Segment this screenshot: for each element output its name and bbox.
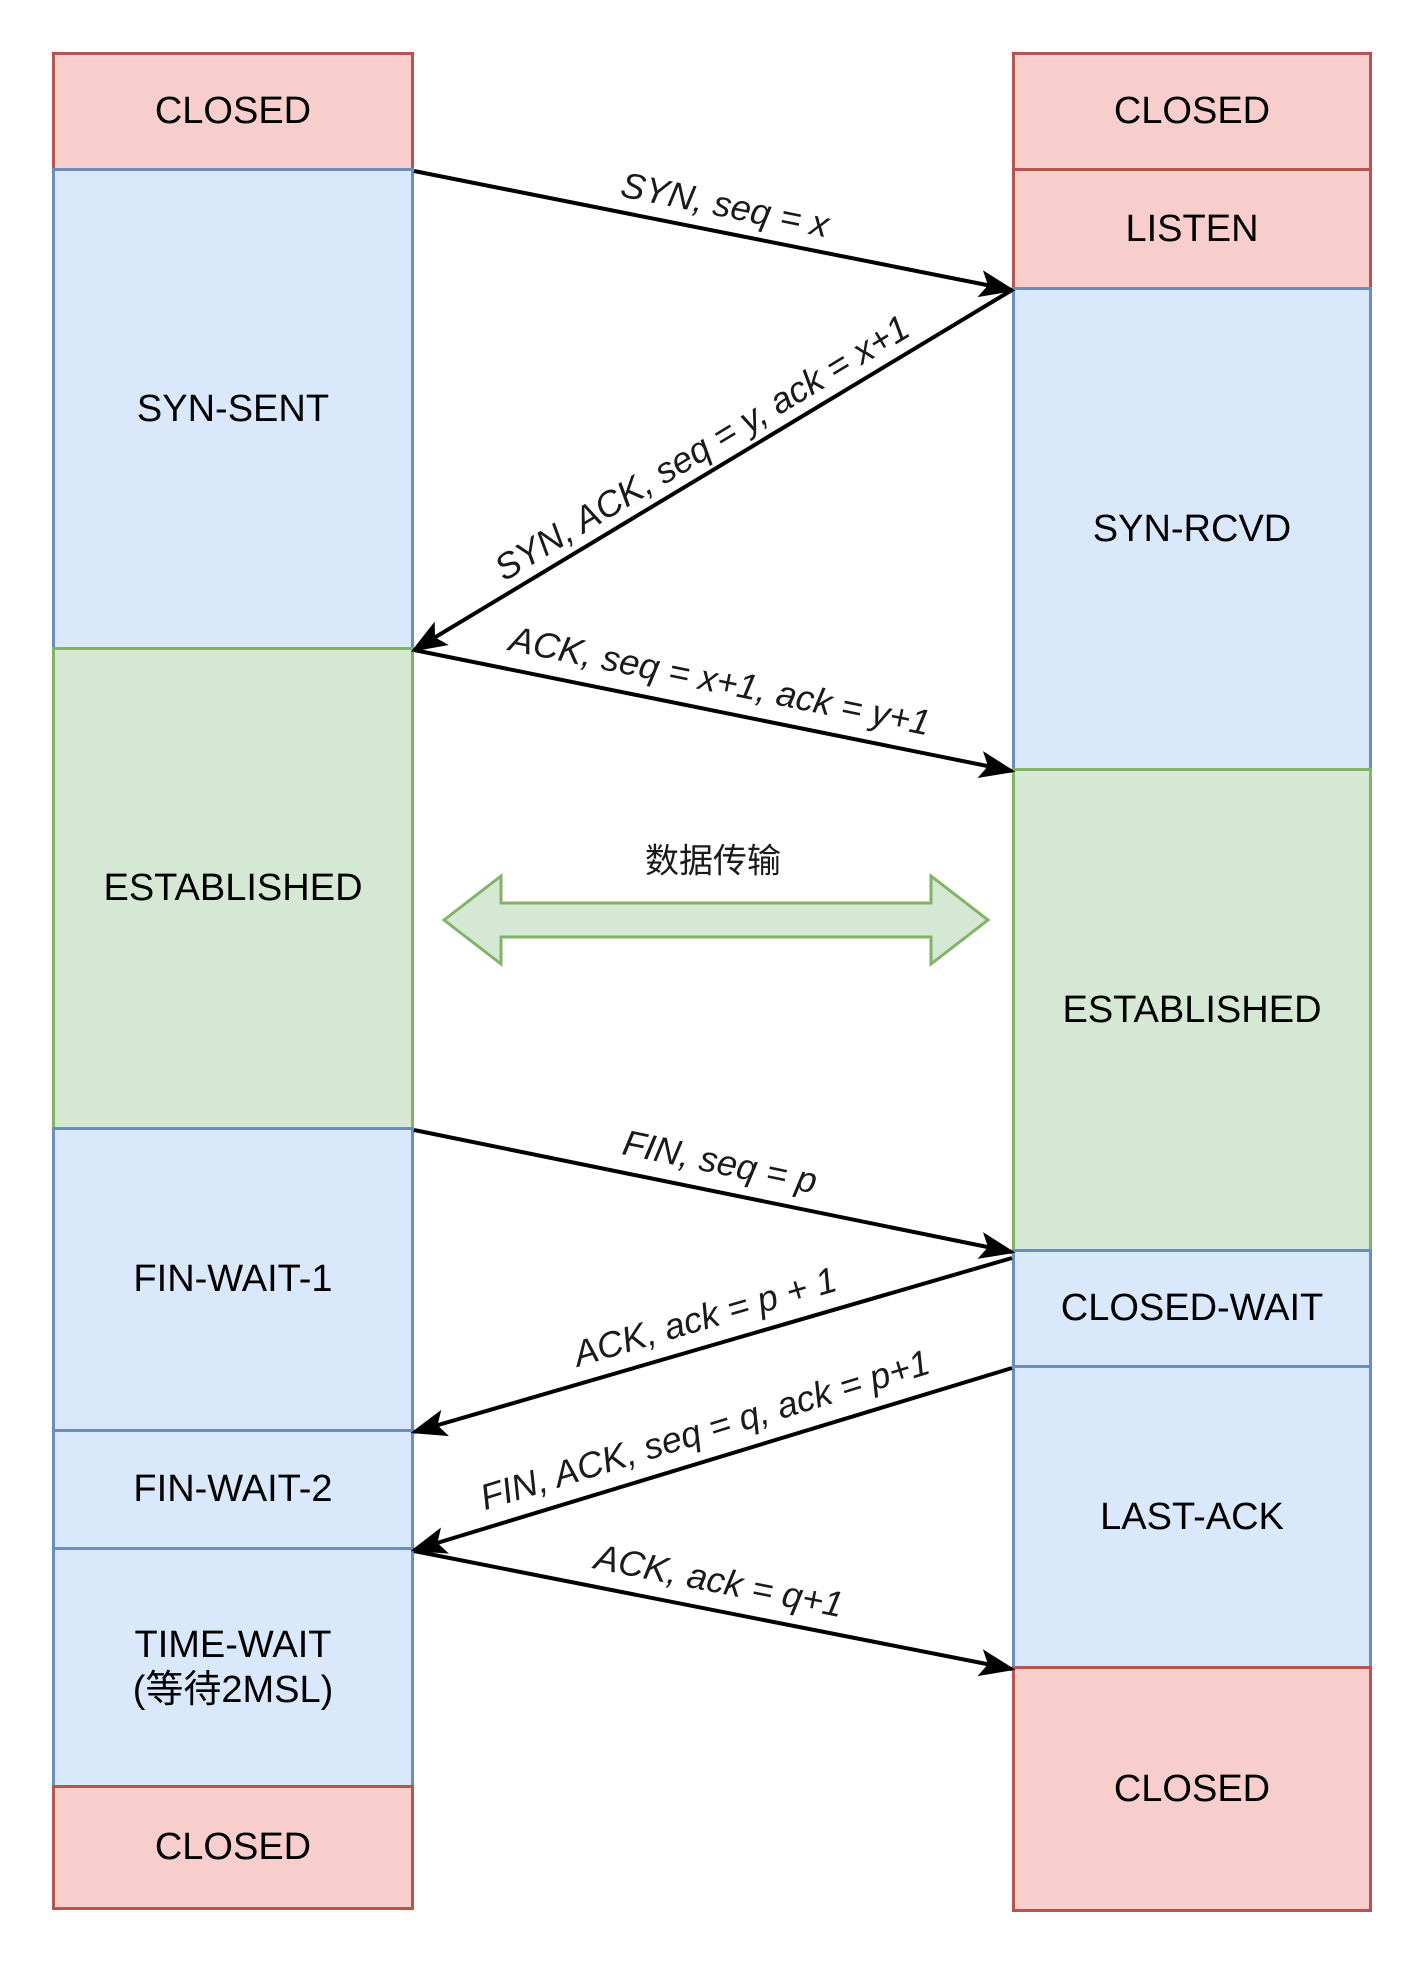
state-label: SYN-RCVD <box>1092 507 1292 550</box>
state-box-server-closed-top: CLOSED <box>1012 52 1372 171</box>
state-label: LISTEN <box>1125 207 1259 250</box>
state-box-client-fin-wait-1: FIN-WAIT-1 <box>52 1127 414 1432</box>
message-label-syn-ack: SYN, ACK, seq = y, ack = x+1 <box>487 306 917 589</box>
state-box-client-syn-sent: SYN-SENT <box>52 168 414 650</box>
state-box-client-closed-bottom: CLOSED <box>52 1785 414 1910</box>
message-arrow-syn-ack <box>410 288 1014 652</box>
state-box-server-closed-bottom: CLOSED <box>1012 1666 1372 1912</box>
message-label-fin-ack-1: ACK, ack = p + 1 <box>568 1258 842 1375</box>
message-arrow-fin-2 <box>410 1366 1013 1554</box>
data-transfer-arrow <box>441 872 991 968</box>
data-transfer-label: 数据传输 <box>645 841 781 882</box>
state-box-client-fin-wait-2: FIN-WAIT-2 <box>52 1429 414 1550</box>
message-label-fin: FIN, seq = p <box>619 1121 821 1202</box>
state-box-server-syn-rcvd: SYN-RCVD <box>1012 287 1372 771</box>
state-label: ESTABLISHED <box>103 867 363 910</box>
state-label: FIN-WAIT-2 <box>133 1468 333 1511</box>
message-label-fin-2: FIN, ACK, seq = q, ack = p+1 <box>475 1341 935 1518</box>
state-label: CLOSED <box>154 90 312 133</box>
state-box-server-established: ESTABLISHED <box>1012 768 1372 1252</box>
state-box-client-established: ESTABLISHED <box>52 647 414 1130</box>
message-label-ack: ACK, seq = x+1, ack = y+1 <box>506 617 935 744</box>
state-label: CLOSED <box>154 1826 312 1869</box>
state-label: SYN-SENT <box>136 387 330 430</box>
state-box-client-time-wait: TIME-WAIT (等待2MSL) <box>52 1547 414 1788</box>
state-box-server-closed-wait: CLOSED-WAIT <box>1012 1249 1372 1368</box>
state-label: ESTABLISHED <box>1062 988 1322 1031</box>
state-label: CLOSED-WAIT <box>1060 1287 1324 1330</box>
state-box-client-closed-top: CLOSED <box>52 52 414 171</box>
state-box-server-listen: LISTEN <box>1012 168 1372 290</box>
state-label: CLOSED <box>1113 90 1271 133</box>
state-label: CLOSED <box>1113 1767 1271 1810</box>
message-label-syn: SYN, seq = x <box>617 163 833 246</box>
state-box-server-last-ack: LAST-ACK <box>1012 1365 1372 1669</box>
state-sublabel: (等待2MSL) <box>132 1668 334 1711</box>
state-label: LAST-ACK <box>1100 1495 1284 1538</box>
message-label-last-ack: ACK, ack = q+1 <box>591 1535 847 1626</box>
state-label: FIN-WAIT-1 <box>133 1258 333 1301</box>
state-label: TIME-WAIT <box>134 1623 332 1666</box>
